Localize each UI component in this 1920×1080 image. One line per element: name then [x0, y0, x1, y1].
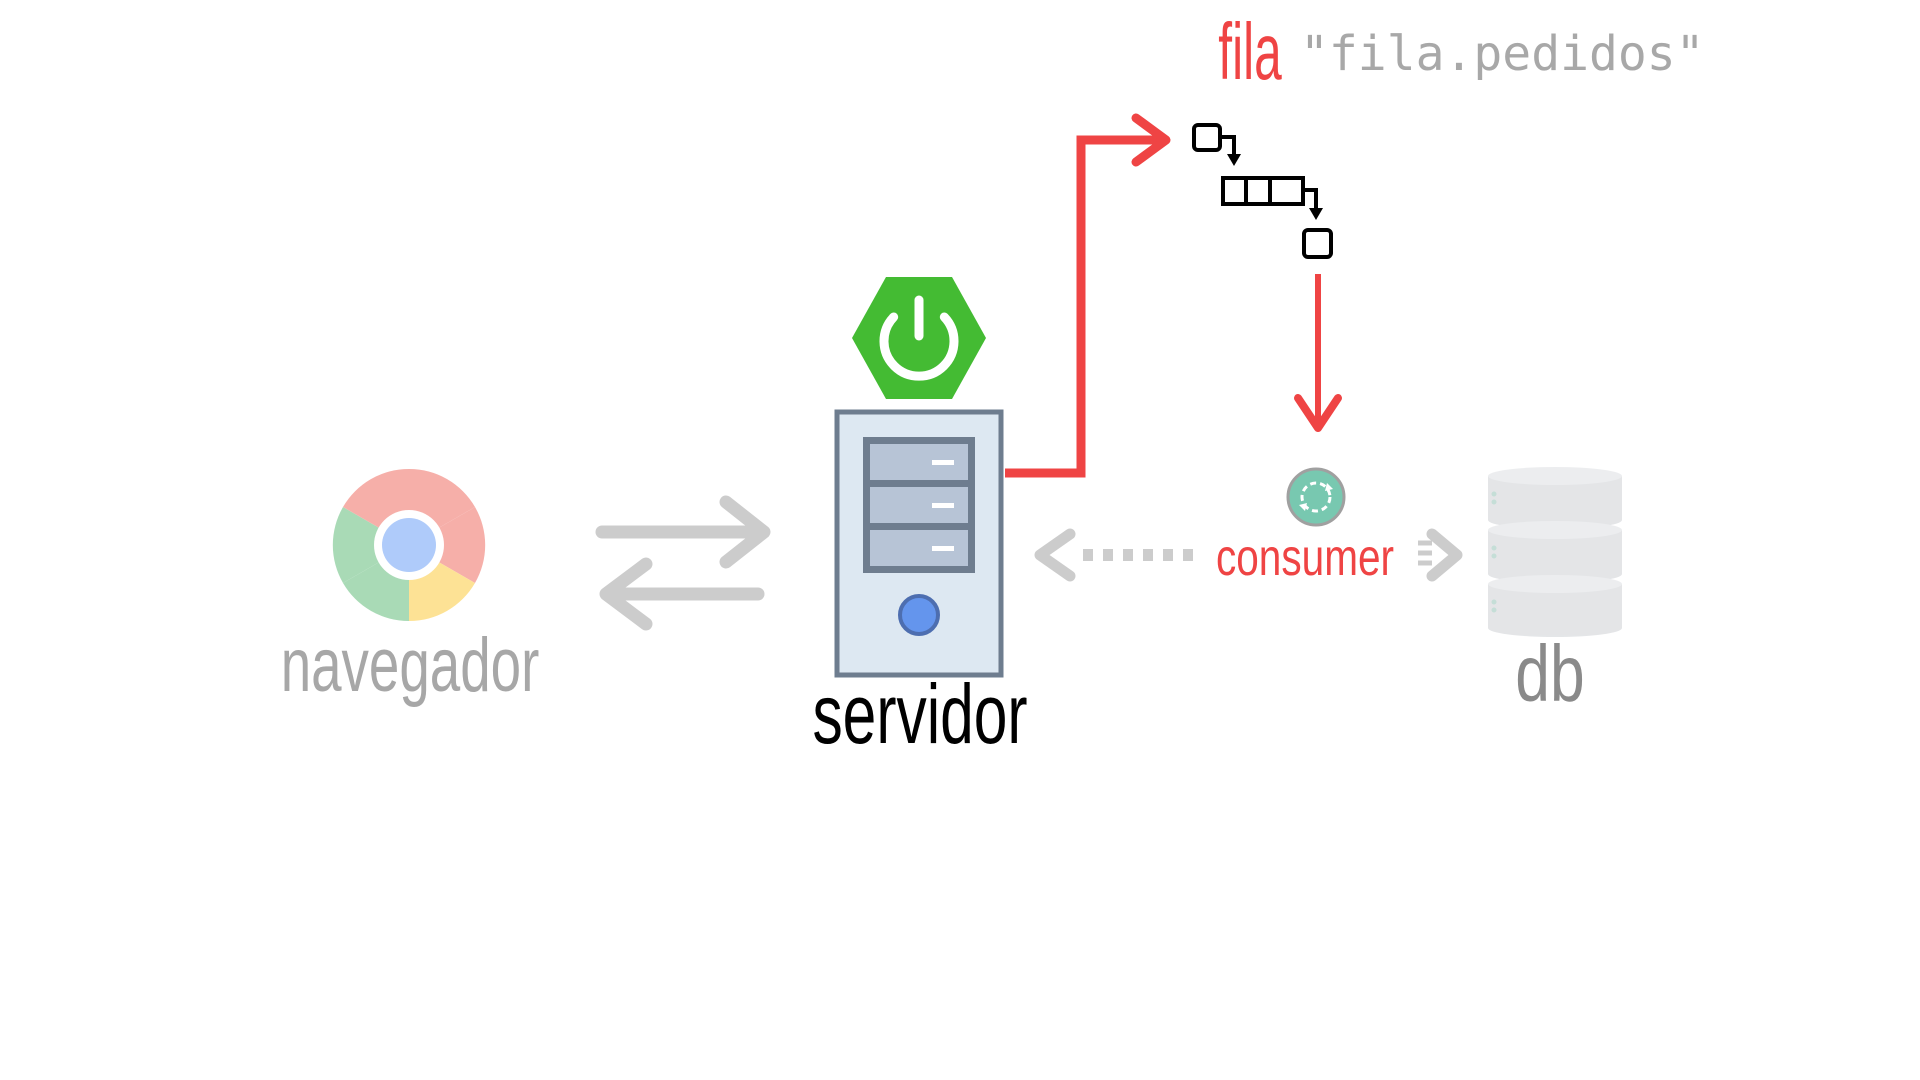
- queue-name-label: "fila.pedidos": [1300, 26, 1705, 82]
- server-icon: [834, 409, 1004, 678]
- database-icon: [1488, 467, 1622, 637]
- publish-arrow: [1005, 113, 1171, 478]
- chrome-icon: [332, 468, 486, 622]
- persist-dotted-arrow: [1418, 528, 1463, 582]
- consumer-label: consumer: [1215, 529, 1395, 587]
- consumer-icon: [1286, 467, 1346, 527]
- browser-label: navegador: [280, 623, 540, 708]
- deliver-arrow: [1294, 274, 1342, 432]
- spring-boot-power-icon: [852, 277, 986, 399]
- queue-keyword-label: fila: [1218, 7, 1282, 96]
- request-response-arrows: [595, 495, 771, 631]
- database-label: db: [1515, 629, 1585, 718]
- queue-icon: [1192, 123, 1333, 259]
- response-dotted-arrow: [1034, 528, 1193, 582]
- server-label: servidor: [812, 667, 1028, 761]
